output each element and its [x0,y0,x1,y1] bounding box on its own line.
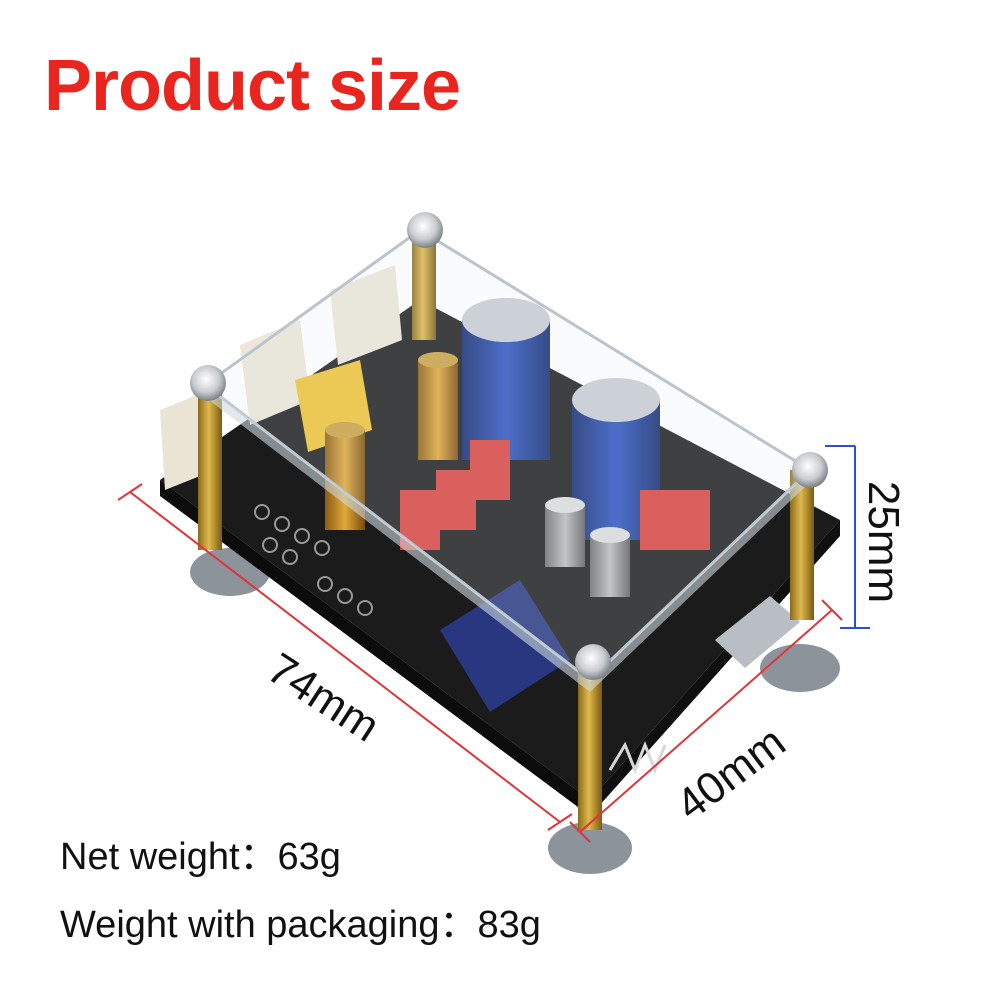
blue-capacitors [462,298,660,540]
page-title: Product size [44,46,461,126]
dimension-line-length [117,483,573,831]
dimension-line-height [825,445,870,629]
height-label: 25mm [859,480,909,604]
packaged-weight-text: Weight with packaging：83g [60,904,541,946]
screws [190,212,828,680]
dimension-line-width [569,599,843,843]
grey-capacitors [545,497,630,597]
brass-standoffs [198,230,814,830]
net-weight-text: Net weight：63g [60,836,341,878]
film-capacitors [400,440,710,550]
